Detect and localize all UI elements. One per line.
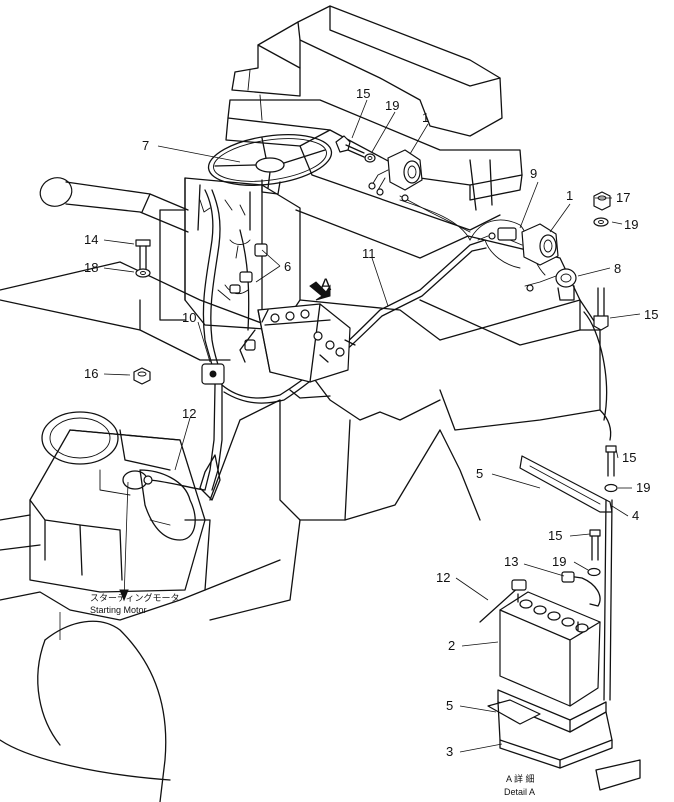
callout-19: 19 — [624, 217, 638, 232]
callout-2: 2 — [448, 638, 455, 653]
callout-12: 12 — [436, 570, 450, 585]
callout-11: 11 — [362, 246, 376, 261]
engine — [0, 411, 211, 593]
callout-19: 19 — [385, 98, 399, 113]
callout-12: 12 — [182, 406, 196, 421]
callout-4: 4 — [632, 508, 639, 523]
battery-upper — [239, 303, 356, 399]
detail-a — [479, 445, 641, 791]
callout-17: 17 — [616, 190, 630, 205]
callout-5: 5 — [476, 466, 483, 481]
callout-labels: 15 19 1 7 9 1 17 19 8 15 6 11 A 10 14 18… — [84, 86, 658, 797]
leader-lines — [59, 99, 641, 753]
hardware-main — [133, 135, 611, 385]
callout-1: 1 — [422, 110, 429, 125]
detail-a-label-jp: A 詳 細 — [506, 773, 535, 784]
operator-seat — [225, 5, 523, 231]
callout-16: 16 — [84, 366, 98, 381]
control-lever — [39, 177, 189, 233]
callout-15: 15 — [644, 307, 658, 322]
view-marker-a: A — [320, 275, 332, 294]
callout-7: 7 — [142, 138, 149, 153]
callout-15: 15 — [622, 450, 636, 465]
callout-14: 14 — [84, 232, 98, 247]
lower-frame — [0, 519, 301, 802]
callout-3: 3 — [446, 744, 453, 759]
horn-8 — [524, 268, 577, 301]
callout-19: 19 — [552, 554, 566, 569]
callout-9: 9 — [530, 166, 537, 181]
callout-8: 8 — [614, 261, 621, 276]
connectors — [201, 243, 268, 385]
callout-18: 18 — [84, 260, 98, 275]
callout-13: 13 — [504, 554, 518, 569]
lamp-1-right — [499, 223, 559, 266]
callout-15: 15 — [548, 528, 562, 543]
callout-19: 19 — [636, 480, 650, 495]
starting-motor-label-en: Starting Motor — [90, 605, 147, 615]
starting-motor-label-jp: スターティングモータ — [90, 592, 179, 603]
steering-wheel — [207, 134, 333, 195]
callout-15: 15 — [356, 86, 370, 101]
fender-floor — [279, 209, 612, 521]
callout-6: 6 — [284, 259, 291, 274]
left-body-panel — [0, 261, 281, 621]
detail-a-label-en: Detail A — [504, 787, 535, 797]
connector-9 — [477, 227, 517, 241]
lamp-1-upper — [368, 149, 471, 233]
callout-5: 5 — [446, 698, 453, 713]
callout-1: 1 — [566, 188, 573, 203]
view-arrow-a — [309, 281, 331, 301]
callout-10: 10 — [182, 310, 196, 325]
